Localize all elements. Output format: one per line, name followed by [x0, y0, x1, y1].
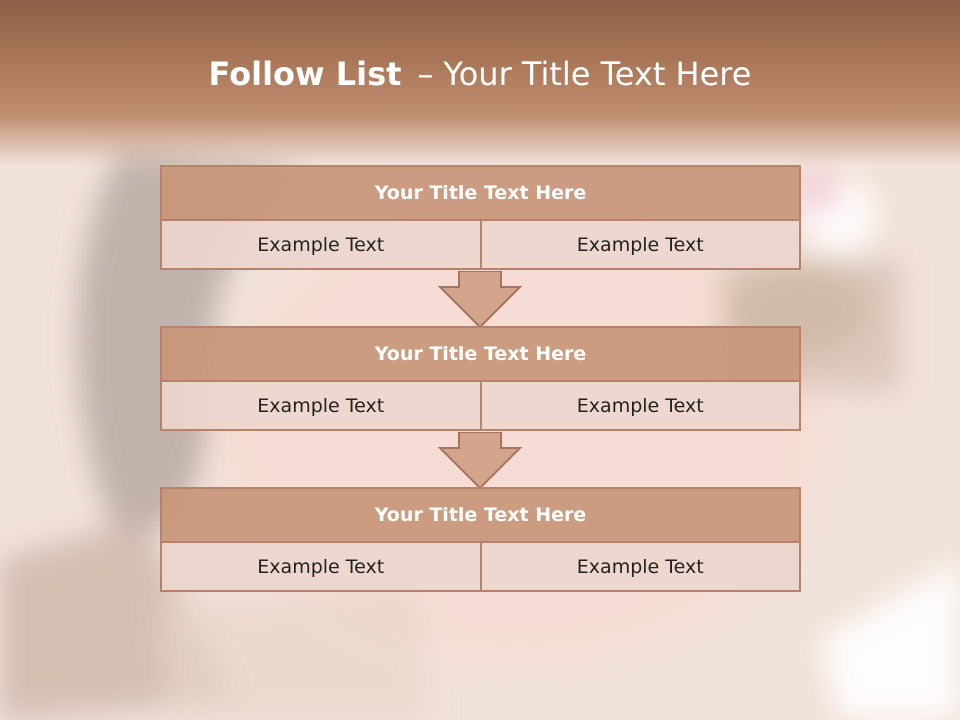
down-arrow-icon: [438, 432, 522, 490]
block-cell-right: Example Text: [479, 382, 800, 429]
block-row: Example Text Example Text: [160, 221, 801, 270]
block-cell-left: Example Text: [257, 555, 385, 578]
title-rest-part: Your Title Text Here: [443, 55, 752, 93]
down-arrow-icon: [438, 271, 522, 329]
title-dash: –: [417, 55, 434, 93]
list-block-3: Your Title Text Here Example Text Exampl…: [160, 487, 801, 592]
block-cell-left: Example Text: [257, 233, 385, 256]
title-bold-part: Follow List: [208, 55, 402, 93]
header-band: [0, 0, 960, 165]
block-title: Your Title Text Here: [160, 165, 801, 221]
block-row: Example Text Example Text: [160, 382, 801, 431]
block-title: Your Title Text Here: [160, 487, 801, 543]
block-cell-right: Example Text: [479, 543, 800, 590]
block-title: Your Title Text Here: [160, 326, 801, 382]
list-block-2: Your Title Text Here Example Text Exampl…: [160, 326, 801, 431]
list-block-1: Your Title Text Here Example Text Exampl…: [160, 165, 801, 270]
block-cell-right: Example Text: [479, 221, 800, 268]
block-cell-left: Example Text: [257, 394, 385, 417]
slide-title: Follow List–Your Title Text Here: [0, 55, 960, 93]
block-row: Example Text Example Text: [160, 543, 801, 592]
